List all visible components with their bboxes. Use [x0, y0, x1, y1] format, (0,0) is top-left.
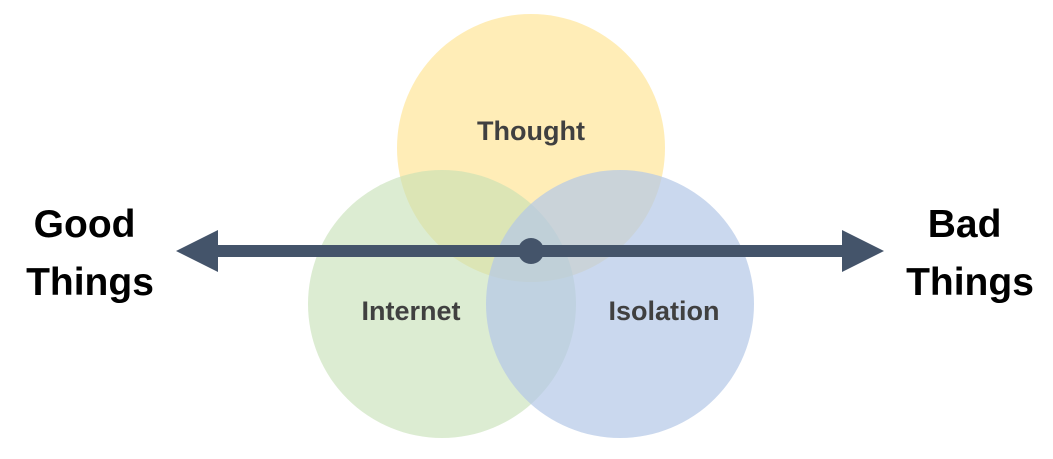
- bad-things-line1: Bad: [928, 203, 1002, 246]
- right-arrowhead: [842, 230, 884, 272]
- bad-things-label: Bad Things: [906, 203, 1034, 304]
- center-dot: [518, 238, 544, 264]
- bad-things-line2: Things: [906, 261, 1034, 304]
- isolation-label: Isolation: [608, 296, 719, 326]
- good-bad-axis-arrow: [176, 230, 884, 272]
- isolation-circle: [486, 170, 754, 438]
- left-arrowhead: [176, 230, 218, 272]
- good-things-label: Good Things: [26, 203, 154, 304]
- thought-label: Thought: [477, 116, 585, 146]
- good-things-line1: Good: [34, 203, 136, 246]
- good-things-line2: Things: [26, 261, 154, 304]
- internet-label: Internet: [361, 296, 460, 326]
